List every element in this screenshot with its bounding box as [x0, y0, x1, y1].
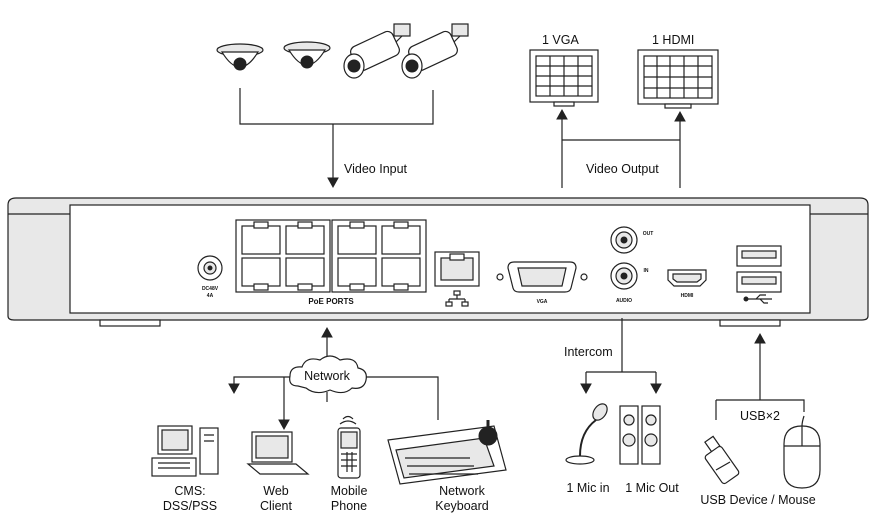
camera-group — [216, 23, 469, 79]
mic-out-label: 1 Mic Out — [625, 481, 679, 495]
svg-text:DC48V: DC48V — [202, 286, 219, 292]
mobile-phone-label-line1: Mobile — [331, 484, 368, 498]
web-client-label-line2: Client — [260, 499, 292, 513]
intercom-label: Intercom — [564, 345, 613, 359]
video-input-label: Video Input — [344, 162, 408, 176]
network-label: Network — [304, 369, 351, 383]
video-output-label: Video Output — [586, 162, 659, 176]
video-output-connector — [556, 108, 686, 188]
usb-port — [736, 271, 782, 293]
power-port: DC48V 4A — [197, 255, 223, 299]
rj45-port — [381, 257, 421, 291]
poe-ports: PoE PORTS — [235, 219, 427, 306]
network-symbol-icon — [445, 290, 469, 307]
microphone-icon — [565, 403, 608, 465]
vga-monitor-icon — [529, 49, 599, 107]
mic-in-label: 1 Mic in — [566, 481, 609, 495]
network-keyboard-label-line2: Keyboard — [435, 499, 489, 513]
usb-x2-label: USB×2 — [740, 409, 780, 423]
rj45-port — [381, 221, 421, 255]
audio-in-port: IN — [610, 262, 649, 290]
audio-group-label: AUDIO — [616, 298, 632, 304]
network-keyboard-icon — [387, 420, 507, 485]
cms-label-line2: DSS/PSS — [163, 499, 217, 513]
mobile-phone-icon — [337, 415, 361, 479]
speaker-icon — [619, 405, 661, 465]
usb-device-mouse-label: USB Device / Mouse — [700, 493, 815, 507]
svg-text:4A: 4A — [207, 293, 214, 299]
desktop-pc-icon — [151, 425, 219, 477]
rj45-port — [337, 257, 377, 291]
bullet-camera-icon — [401, 23, 469, 79]
network-port — [434, 251, 480, 307]
dome-camera-icon — [283, 41, 331, 69]
usb-port — [736, 245, 782, 267]
rj45-port — [241, 221, 281, 255]
mouse-icon — [783, 415, 821, 489]
vga-label: 1 VGA — [542, 33, 579, 47]
rj45-port — [285, 221, 325, 255]
rj45-port — [285, 257, 325, 291]
intercom-connector — [580, 318, 662, 395]
svg-text:OUT: OUT — [643, 231, 654, 237]
svg-text:VGA: VGA — [537, 299, 548, 305]
nvr-back-panel: DC48V 4A PoE PORTS — [7, 197, 869, 327]
svg-text:HDMI: HDMI — [681, 293, 694, 299]
hdmi-monitor-icon — [637, 49, 719, 109]
bullet-camera-icon — [343, 23, 411, 79]
network-connector — [228, 326, 439, 431]
web-client-label-line1: Web — [263, 484, 289, 498]
laptop-icon — [246, 431, 310, 475]
usb-flash-drive-icon — [704, 435, 740, 485]
mobile-phone-label-line2: Phone — [331, 499, 367, 513]
rj45-port — [241, 257, 281, 291]
network-cloud-icon — [289, 355, 367, 394]
hdmi-port: HDMI — [667, 269, 707, 299]
network-keyboard-label-line1: Network — [439, 484, 486, 498]
video-input-connector — [239, 88, 434, 189]
usb-symbol-icon — [743, 294, 772, 304]
dome-camera-icon — [216, 43, 264, 71]
cms-label-line1: CMS: — [174, 484, 205, 498]
vga-port: VGA — [496, 261, 588, 305]
audio-out-port: OUT — [610, 226, 654, 254]
rj45-port — [337, 221, 377, 255]
hdmi-label: 1 HDMI — [652, 33, 694, 47]
svg-text:IN: IN — [644, 268, 649, 274]
poe-ports-label: PoE PORTS — [308, 297, 354, 306]
usb-connector — [715, 332, 805, 420]
